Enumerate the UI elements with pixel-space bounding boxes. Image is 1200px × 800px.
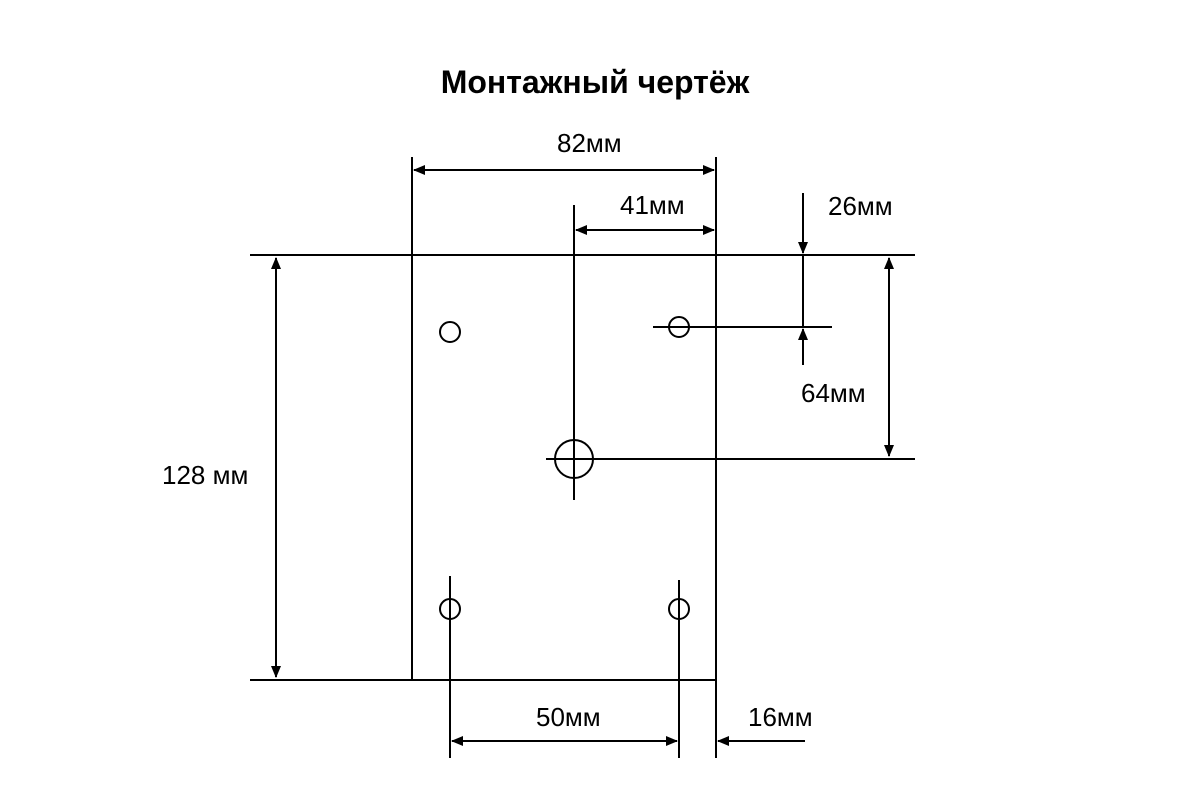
dim-16-label: 16мм	[748, 702, 813, 732]
hole-center	[554, 439, 594, 479]
hole-bottom-left	[439, 598, 461, 620]
hole-bottom-right	[668, 598, 690, 620]
dim-41-label: 41мм	[620, 190, 685, 220]
dim-26-label: 26мм	[828, 191, 893, 221]
dim-64-label: 64мм	[801, 378, 866, 408]
hole-top-right	[668, 316, 690, 338]
dim-128-label: 128 мм	[162, 460, 249, 490]
hole-top-left	[439, 321, 461, 343]
dim-82-label: 82мм	[557, 128, 622, 158]
drawing-title: Монтажный чертёж	[440, 64, 750, 100]
dim-50-label: 50мм	[536, 702, 601, 732]
